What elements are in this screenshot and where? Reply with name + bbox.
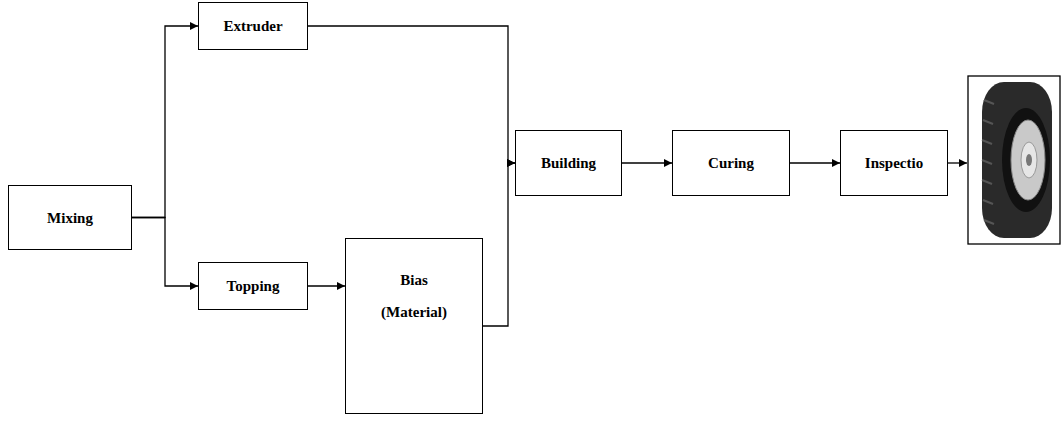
box-label: Bias (Material) — [369, 239, 459, 328]
process-box: Extruder — [198, 2, 308, 50]
flow-arrow — [132, 26, 198, 218]
box-label: Inspectio — [865, 154, 923, 172]
material-box: Bias (Material) — [345, 238, 483, 414]
output-arrow — [948, 162, 967, 163]
flow-arrow — [622, 162, 672, 163]
flow-arrow — [790, 162, 840, 163]
flow-arrow — [308, 285, 345, 286]
box-label: Mixing — [47, 209, 93, 227]
process-box: Curing — [672, 130, 790, 196]
flow-arrow — [132, 218, 198, 287]
box-label: Extruder — [223, 17, 282, 35]
process-box: Building — [515, 130, 622, 196]
process-box: Topping — [198, 262, 308, 310]
box-label: Topping — [227, 277, 280, 295]
flow-arrow — [308, 26, 515, 163]
flow-arrow — [483, 163, 515, 326]
box-label: Curing — [708, 154, 754, 172]
process-box: Mixing — [8, 185, 132, 250]
process-box: Inspectio — [840, 130, 948, 196]
box-label: Building — [541, 154, 596, 172]
tire-picture — [968, 76, 1060, 244]
